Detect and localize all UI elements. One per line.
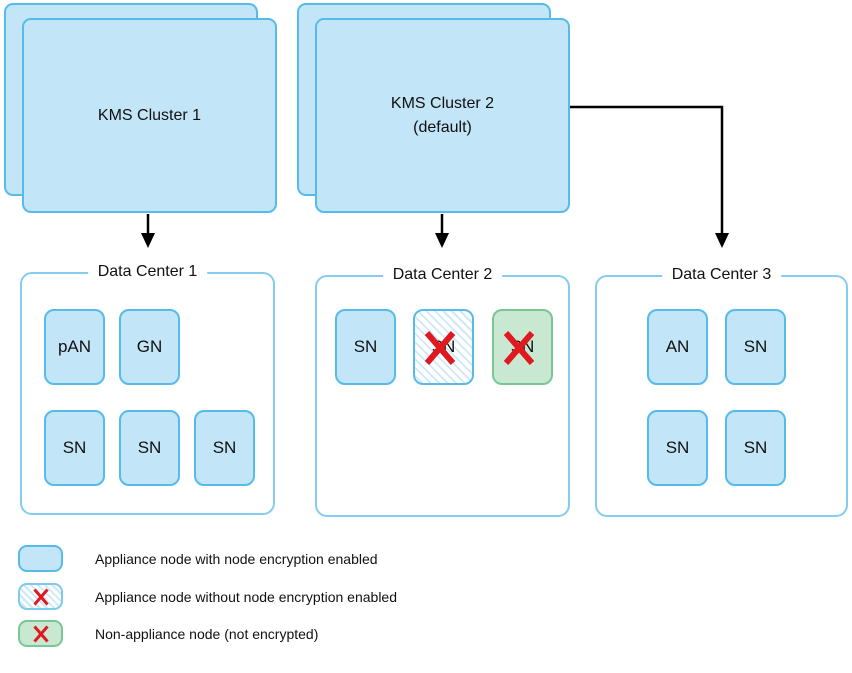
node-label: SN [665, 438, 690, 457]
kms-cluster-1-box: KMS Cluster 1 [22, 18, 277, 213]
legend-swatch-appliance-not-encrypted [18, 583, 63, 610]
arrow-cluster2-to-dc3 [570, 105, 729, 248]
node-sn: SN [647, 410, 708, 486]
legend-swatch-appliance-encrypted [18, 545, 63, 572]
data-center-3-title: Data Center 3 [661, 266, 782, 284]
node-sn-unencrypted: SN [413, 309, 474, 385]
legend-item-encrypted: Appliance node with node encryption enab… [18, 545, 378, 572]
node-sn: SN [335, 309, 396, 385]
node-sn: SN [194, 410, 255, 486]
node-an: AN [647, 309, 708, 385]
arrow-cluster1-to-dc1 [141, 214, 155, 248]
node-label: AN [665, 337, 690, 356]
legend-label: Appliance node without node encryption e… [95, 588, 398, 605]
red-x-icon [32, 625, 49, 642]
data-center-2-title: Data Center 2 [382, 266, 503, 284]
node-gn: GN [119, 309, 180, 385]
node-label: SN [353, 337, 378, 356]
node-label: SN [212, 438, 237, 457]
node-label: GN [136, 337, 163, 356]
kms-cluster-1-label: KMS Cluster 1 [97, 106, 202, 124]
red-x-icon [424, 331, 456, 365]
arrow-cluster2-to-dc2 [435, 214, 449, 248]
legend-label: Appliance node with node encryption enab… [95, 550, 378, 567]
legend-swatch-non-appliance [18, 620, 63, 647]
kms-cluster-2-label: KMS Cluster 2 [390, 94, 495, 112]
node-label: SN [743, 337, 768, 356]
node-sn-non-appliance: SN [492, 309, 553, 385]
node-sn: SN [725, 410, 786, 486]
legend-item-non-appliance: Non-appliance node (not encrypted) [18, 620, 318, 647]
legend-item-not-encrypted: Appliance node without node encryption e… [18, 583, 397, 610]
node-sn: SN [725, 309, 786, 385]
legend-label: Non-appliance node (not encrypted) [95, 625, 319, 642]
data-center-1: Data Center 1 pAN GN SN SN SN [20, 263, 275, 515]
node-label: pAN [57, 337, 92, 356]
kms-cluster-2-box: KMS Cluster 2 (default) [315, 18, 570, 213]
kms-cluster-2-sublabel: (default) [413, 118, 472, 136]
node-label: SN [743, 438, 768, 457]
node-sn: SN [119, 410, 180, 486]
node-label: SN [62, 438, 87, 457]
red-x-icon [503, 331, 535, 365]
data-center-3: Data Center 3 AN SN SN SN [595, 266, 848, 517]
data-center-1-title: Data Center 1 [87, 263, 208, 281]
node-label: SN [137, 438, 162, 457]
node-pan: pAN [44, 309, 105, 385]
node-sn: SN [44, 410, 105, 486]
data-center-2: Data Center 2 SN SN SN [315, 266, 570, 517]
red-x-icon [32, 588, 49, 605]
